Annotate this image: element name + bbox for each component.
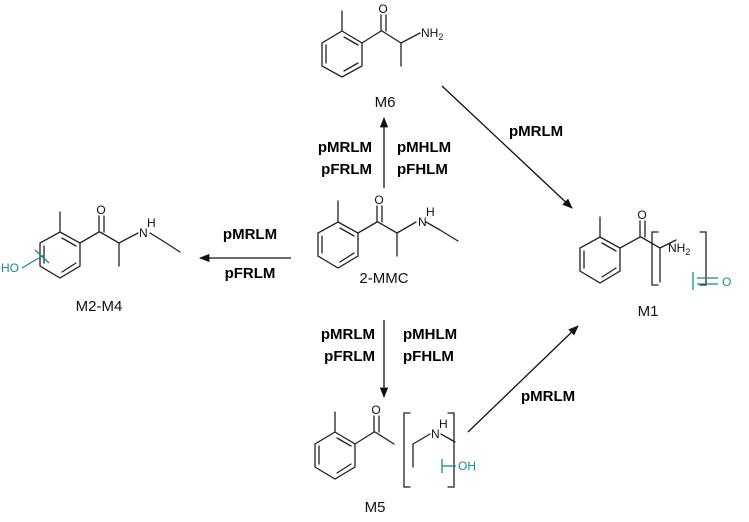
enzyme-up-right-2: pFHLM <box>397 161 448 178</box>
enzyme-left-top: pMRLM <box>223 226 277 243</box>
arrow-m6-to-m1 <box>441 85 573 209</box>
label-m5: M5 <box>365 499 386 516</box>
enzyme-down-right-1: pMHLM <box>403 326 457 343</box>
m6-amine-label: NH2 <box>421 26 443 42</box>
structure-m6 <box>321 10 421 78</box>
enzyme-up-left-1: pMRLM <box>318 139 372 156</box>
structure-2mmc <box>317 200 459 269</box>
m2m4-nitrogen-h-label: H <box>147 216 156 230</box>
structure-m1 <box>579 216 718 290</box>
m1-oxo-label: O <box>722 275 731 289</box>
m5-oxygen-label: O <box>371 403 380 417</box>
enzyme-m6-to-m1: pMRLM <box>509 123 563 140</box>
structure-m2m4 <box>21 211 181 279</box>
enzyme-down-right-2: pFHLM <box>403 348 454 365</box>
nitrogen-h-label: H <box>426 205 435 219</box>
enzyme-up-right-1: pMHLM <box>397 139 451 156</box>
label-m2m4: M2-M4 <box>76 298 123 315</box>
m6-oxygen-label: O <box>378 2 387 16</box>
m1-amine-label: NH2 <box>668 241 690 257</box>
enzyme-left-bottom: pFRLM <box>225 265 276 282</box>
m2m4-nitrogen-label: N <box>139 226 148 240</box>
nitrogen-label: N <box>418 215 427 229</box>
enzyme-down-left-2: pFRLM <box>324 348 375 365</box>
m2m4-oxygen-label: O <box>96 203 105 217</box>
m5-nitrogen-label: N <box>431 427 440 441</box>
oxygen-label: O <box>374 193 383 207</box>
enzyme-down-left-1: pMRLM <box>321 326 375 343</box>
label-2mmc: 2-MMC <box>359 270 408 287</box>
arrow-m5-to-m1 <box>467 325 579 433</box>
m5-hydroxyl-label: OH <box>458 459 476 473</box>
m1-oxygen-label: O <box>637 208 646 222</box>
label-m1: M1 <box>638 303 659 320</box>
m5-nitrogen-h-label: H <box>439 417 448 431</box>
enzyme-up-left-2: pFRLM <box>321 161 372 178</box>
label-m6: M6 <box>375 94 396 111</box>
enzyme-m5-to-m1: pMRLM <box>521 388 575 405</box>
m2m4-hydroxyl-label: HO <box>1 261 19 275</box>
structure-m5 <box>314 411 456 488</box>
